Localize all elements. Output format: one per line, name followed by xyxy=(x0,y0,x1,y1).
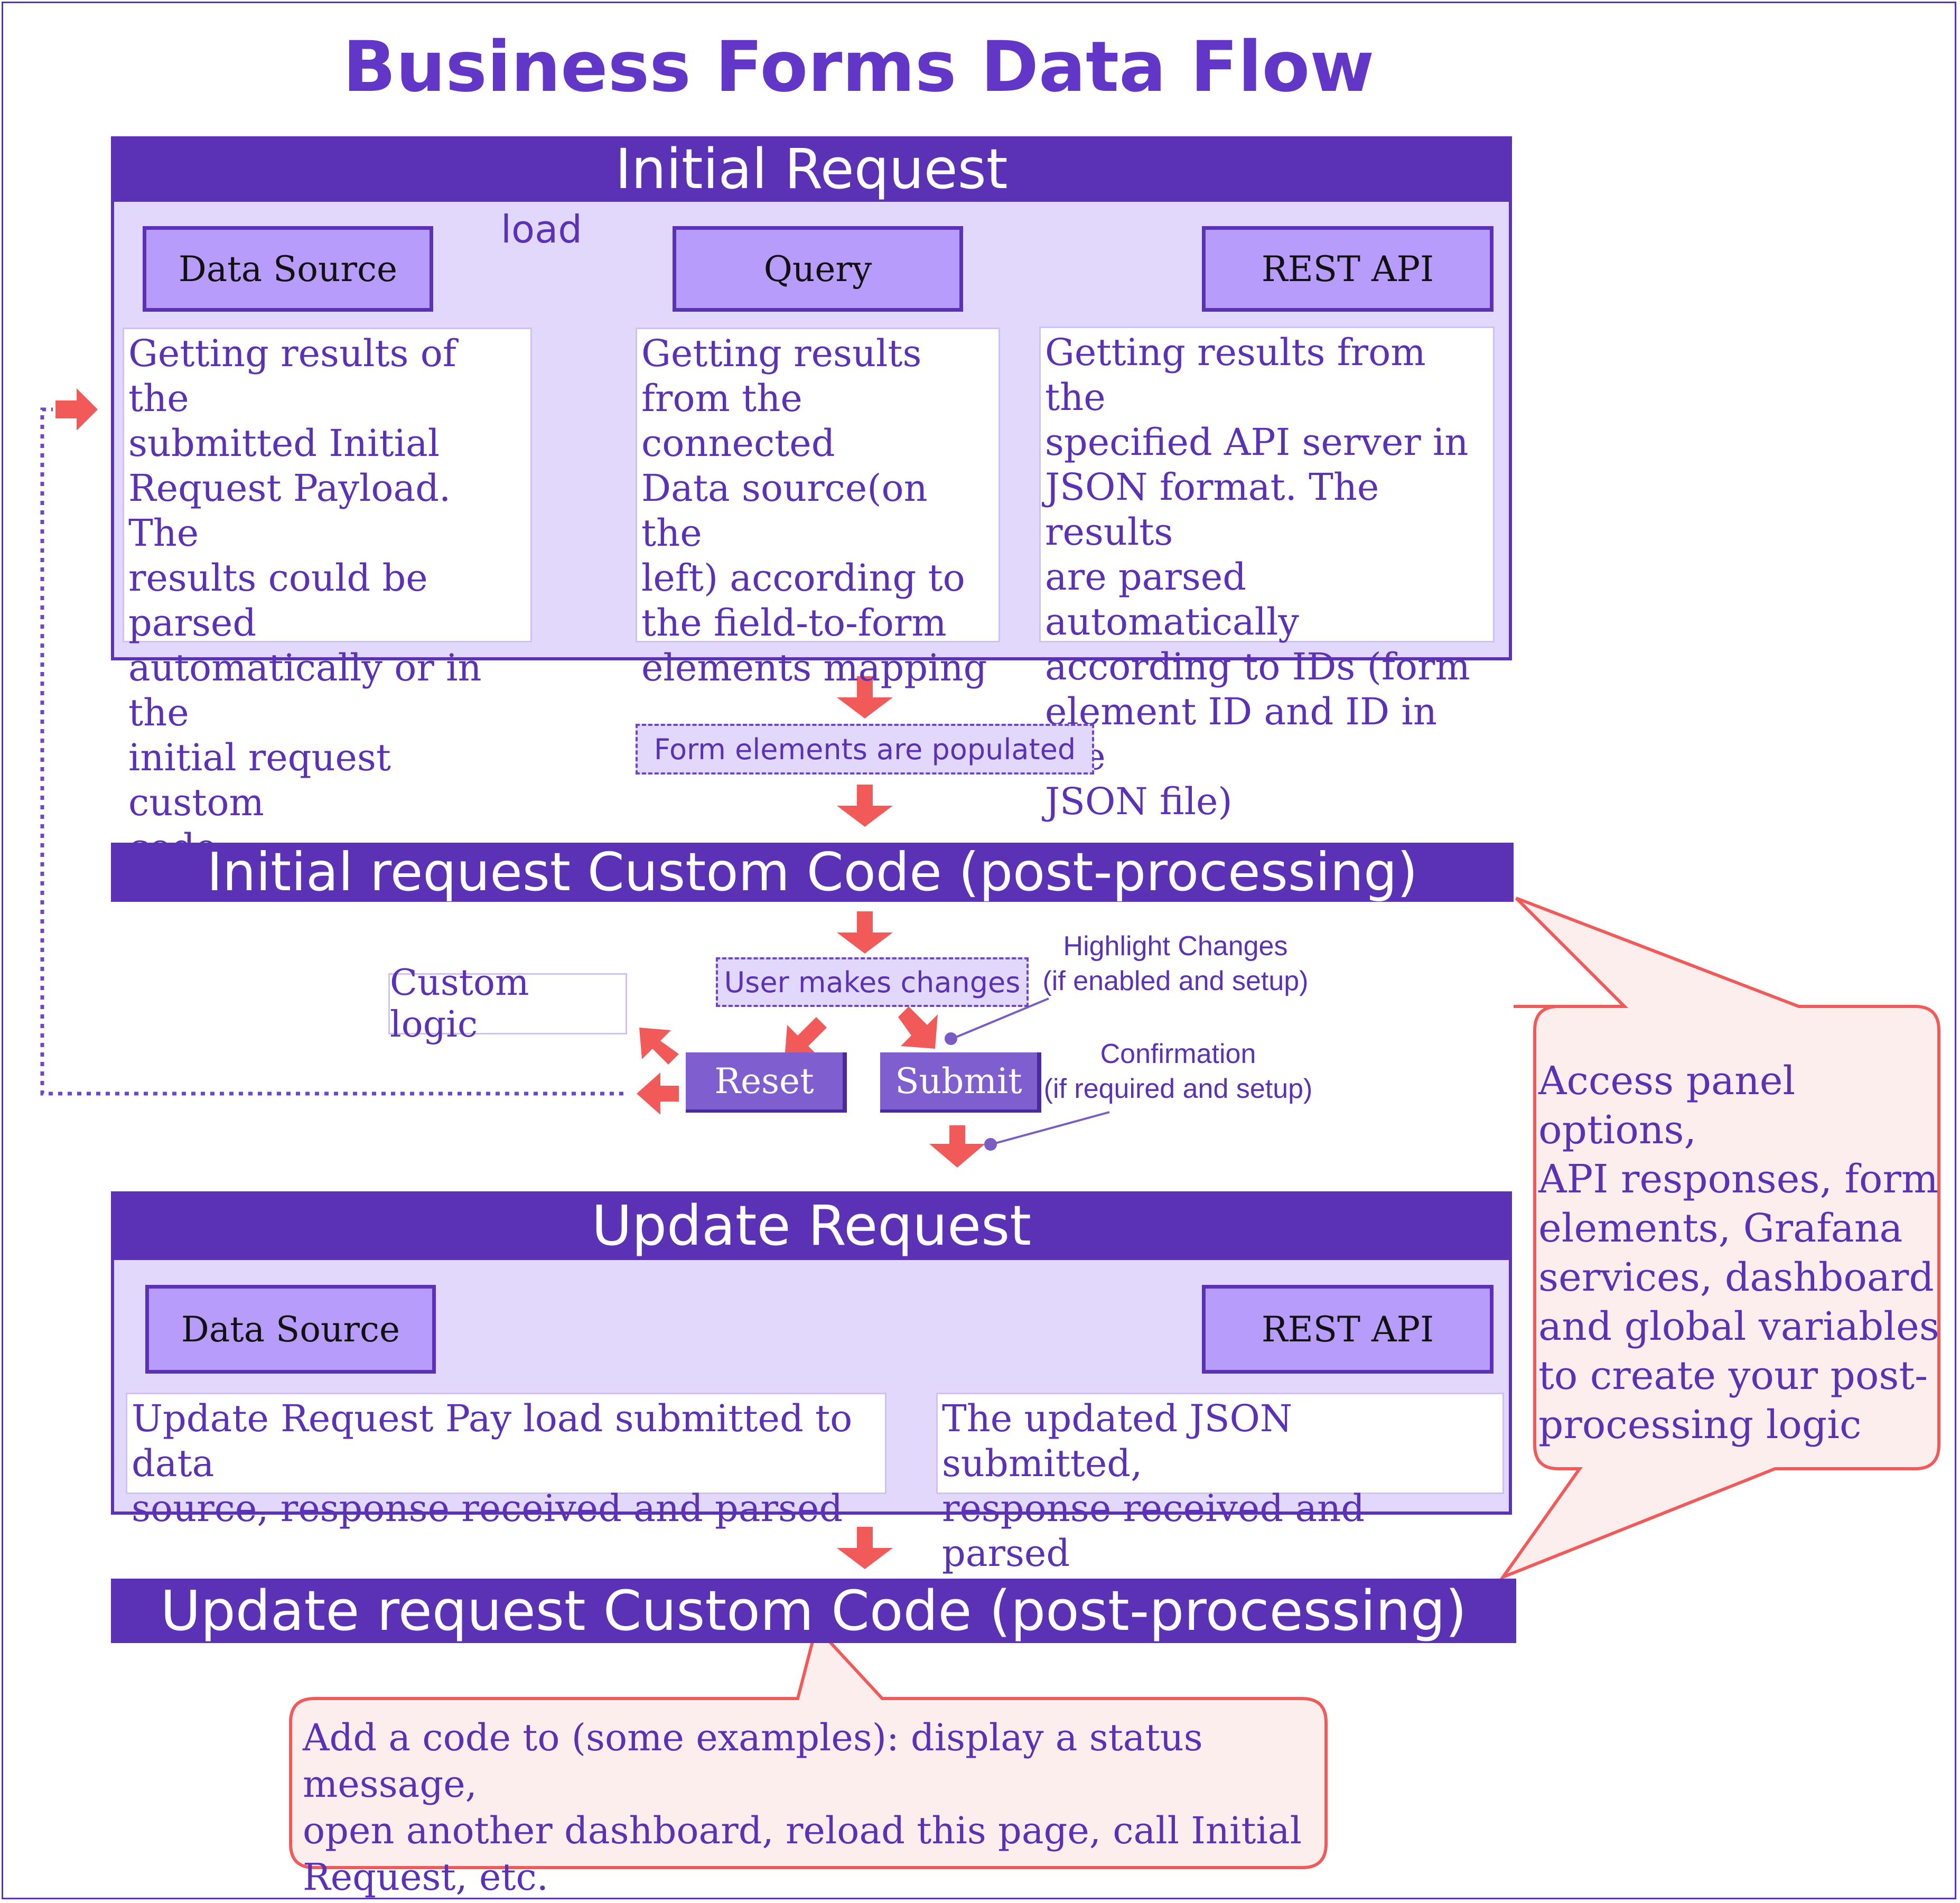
initial-query-description: Getting results from the connected Data … xyxy=(636,328,1000,689)
access-callout: Access panel options, API responses, for… xyxy=(1538,1058,1939,1448)
update-data-source-tag: Data Source xyxy=(145,1285,436,1374)
arrow-down-3 xyxy=(837,911,893,954)
arrow-down-4 xyxy=(929,1125,985,1168)
arrow-to-reset xyxy=(785,1017,827,1059)
update-rest-api-description: The updated JSON submitted, response rec… xyxy=(936,1393,1504,1575)
form-populated-step: Form elements are populated xyxy=(636,724,1094,775)
arrow-left-loop xyxy=(637,1072,679,1115)
initial-request-header: Initial Request xyxy=(111,136,1512,202)
arrow-down-1 xyxy=(837,676,893,719)
highlight-changes-note: Highlight Changes (if enabled and setup) xyxy=(1042,931,1309,996)
arrow-right-loop xyxy=(55,388,98,431)
flow-arrows xyxy=(55,388,985,1569)
custom-logic-box: Custom logic xyxy=(388,962,627,1046)
initial-data-source-description: Getting results of the submitted Initial… xyxy=(123,328,532,869)
update-data-source-description: Update Request Pay load submitted to dat… xyxy=(126,1393,886,1530)
initial-data-source-tag: Data Source xyxy=(143,226,433,312)
examples-callout-shape xyxy=(289,1624,1328,1869)
arrow-to-submit xyxy=(898,1006,938,1049)
access-callout-shape xyxy=(1498,897,1940,1581)
arrow-down-2 xyxy=(837,785,893,827)
update-request-header: Update Request xyxy=(111,1191,1512,1260)
confirmation-note: Confirmation (if required and setup) xyxy=(1043,1039,1313,1104)
update-custom-code-bar: Update request Custom Code (post-process… xyxy=(111,1579,1516,1643)
initial-rest-api-tag: REST API xyxy=(1202,226,1494,312)
initial-rest-api-description: Getting results from the specified API s… xyxy=(1039,327,1495,823)
on-form-load-callout: On form load xyxy=(464,156,619,251)
note-pointers xyxy=(945,997,1110,1151)
submit-button[interactable]: Submit xyxy=(880,1052,1041,1113)
initial-custom-code-bar: Initial request Custom Code (post-proces… xyxy=(111,843,1514,902)
reset-button[interactable]: Reset xyxy=(686,1052,847,1113)
page-title: Business Forms Data Flow xyxy=(342,26,1375,108)
arrow-down-5 xyxy=(837,1527,893,1569)
reset-loop-line xyxy=(40,407,623,1096)
initial-query-tag: Query xyxy=(673,226,963,312)
arrow-to-custom-logic xyxy=(639,1028,679,1065)
examples-callout: Add a code to (some examples): display a… xyxy=(303,1716,1302,1899)
user-changes-step: User makes changes xyxy=(716,957,1029,1007)
update-rest-api-tag: REST API xyxy=(1202,1285,1494,1374)
